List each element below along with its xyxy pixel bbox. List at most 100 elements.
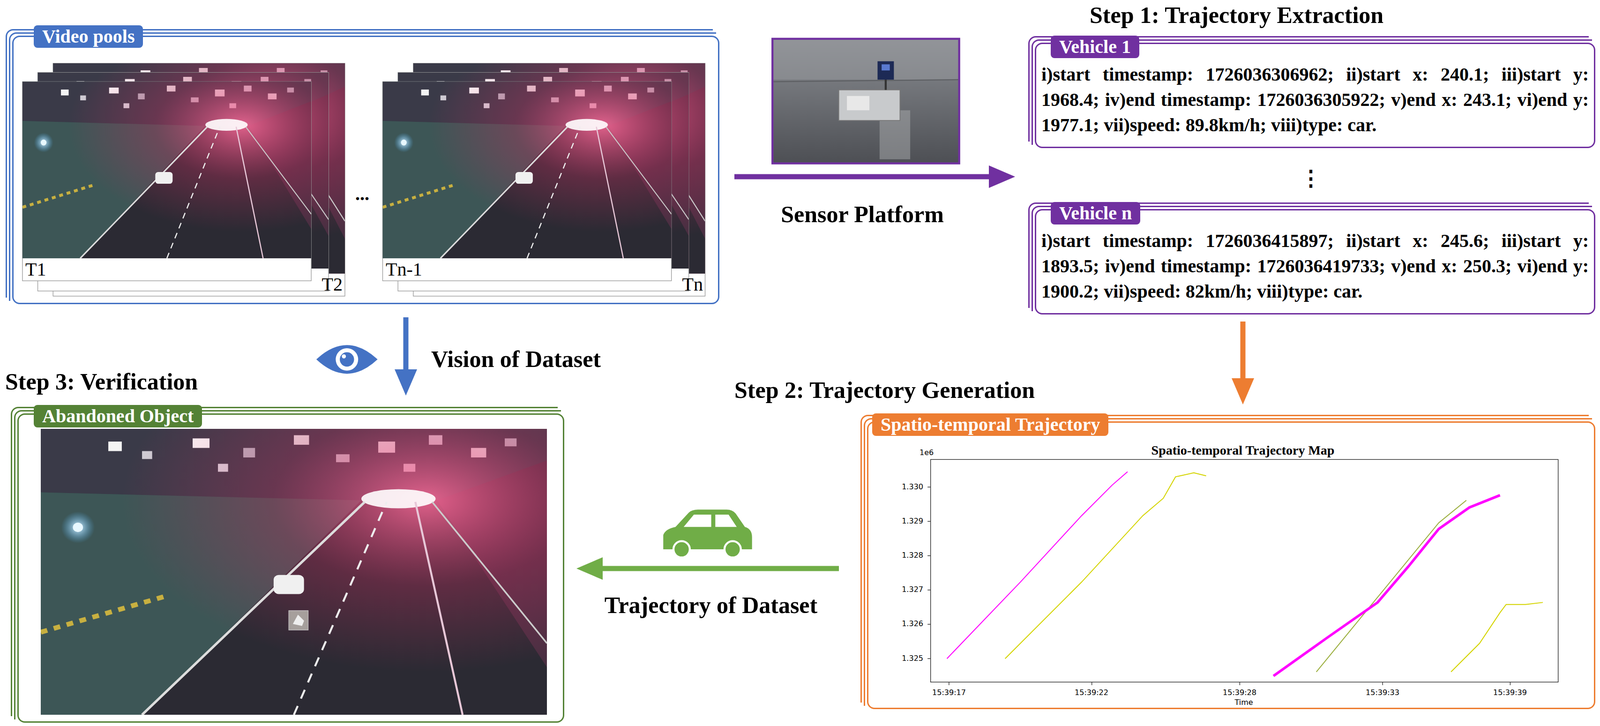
eye-icon (335, 348, 359, 371)
tick (927, 623, 931, 625)
flow-arrow (576, 557, 839, 580)
tick (1091, 681, 1092, 686)
flow-arrow (1231, 321, 1255, 405)
ticks (927, 486, 1511, 686)
box-tab: Abandoned Object (33, 404, 202, 428)
verification-image (40, 428, 547, 715)
trajectory (1450, 602, 1543, 672)
eye-icon (339, 352, 354, 367)
verification-box: Step 3: VerificationAbandoned Object (17, 413, 565, 723)
arrow-shaft (1240, 321, 1246, 380)
box-frame (867, 421, 1596, 710)
car-icon (673, 541, 690, 558)
frame-label: T1 (25, 260, 46, 279)
panel-box: Video pools (12, 35, 720, 305)
car-icon (724, 541, 741, 558)
tick (1382, 681, 1384, 686)
box-tab: Spatio-temporal Trajectory (872, 413, 1109, 436)
video-image (382, 81, 672, 259)
arrow-shaft (601, 566, 839, 572)
edge-label: Vision of Dataset (428, 344, 604, 374)
tick-label: 15:39:22 (1074, 688, 1109, 697)
tick (927, 486, 931, 488)
step-group: Step 1: Trajectory ExtractionVehicle 1i)… (1021, 0, 1597, 315)
car-icon (683, 514, 712, 527)
trajectory (947, 471, 1128, 659)
edge-label: Trajectory of Dataset (601, 590, 821, 620)
box-frame (17, 413, 565, 723)
stack-layer (14, 410, 561, 720)
tick (1239, 681, 1241, 686)
sensor-photo (772, 38, 959, 80)
arrow-shaft (734, 174, 990, 180)
tick-label: 15:39:39 (1493, 688, 1527, 697)
ellipsis: ... (355, 184, 370, 204)
tick (927, 555, 931, 556)
tick-label: 1.326 (901, 620, 924, 628)
tick-label: 1.327 (901, 585, 924, 594)
stack-layer (8, 32, 717, 301)
tick-label: 1.329 (901, 517, 924, 525)
frame-label: Tn (682, 275, 703, 294)
sensor-photo (772, 38, 959, 164)
car-icon (715, 514, 737, 527)
trajectory-box: Step 2: Trajectory GenerationSpatio-temp… (867, 421, 1596, 710)
record-text: i)start timestamp: 1726036415897; ii)sta… (1041, 228, 1589, 305)
box-tab: Vehicle 1 (1050, 35, 1140, 59)
box-tab: Vehicle n (1050, 201, 1141, 225)
abandoned-object (292, 614, 305, 627)
box-frame (12, 35, 720, 305)
edge-label: Sensor Platform (777, 200, 947, 229)
stack-layer (10, 406, 558, 717)
chart-title: Spatio-temporal Trajectory Map (1151, 443, 1335, 457)
stack-layer (5, 29, 713, 298)
abandoned-object (288, 610, 308, 630)
plot-frame (930, 459, 1559, 682)
tick (927, 521, 931, 522)
axis-title: Time (1234, 698, 1253, 707)
box-tab: Video pools (33, 25, 143, 48)
arrow-head (1231, 378, 1255, 405)
stack-layer (860, 414, 1589, 703)
tick-label: 1.328 (901, 551, 924, 560)
frame-label: T2 (321, 275, 343, 294)
trajectory (1273, 495, 1500, 677)
axis-exponent: 1e6 (919, 448, 934, 457)
record-text: i)start timestamp: 1726036306962; ii)sta… (1041, 61, 1589, 138)
tick (927, 589, 931, 591)
step-heading: Step 2: Trajectory Generation (734, 375, 1035, 404)
vertical-ellipsis: ⋮ (1300, 167, 1322, 190)
tick-label: 15:39:33 (1365, 688, 1400, 697)
tick-label: 15:39:28 (1222, 688, 1257, 697)
arrow-head (576, 557, 603, 580)
sensor-device (877, 61, 894, 80)
tick-label: 1.330 (901, 483, 924, 491)
sensor-border (772, 38, 959, 164)
frame-label: Tn-1 (385, 260, 423, 279)
record-box: Vehicle 1i)start timestamp: 172603630696… (1034, 42, 1596, 149)
record-box: Vehicle ni)start timestamp: 172603641589… (1034, 209, 1596, 315)
tick (948, 681, 950, 686)
tick (1510, 681, 1511, 686)
video-frame (382, 81, 672, 281)
step-heading: Step 1: Trajectory Extraction (1089, 0, 1384, 30)
arrow-head (988, 165, 1016, 188)
sensor-photo (772, 79, 959, 82)
stack-layer (863, 418, 1593, 706)
tick (927, 658, 931, 659)
arrow-head (394, 369, 418, 396)
sensor-device (846, 96, 870, 111)
eye-icon (316, 344, 378, 374)
arrow-shaft (403, 317, 409, 371)
flow-arrow (734, 165, 1016, 188)
video-image (22, 81, 312, 259)
tick-label: 1.325 (901, 654, 924, 663)
step-heading: Step 3: Verification (5, 367, 198, 396)
trajectory (1005, 472, 1207, 659)
sensor-device (881, 64, 890, 71)
eye-icon (341, 354, 346, 359)
sensor-device (838, 89, 901, 121)
tick-label: 15:39:17 (932, 688, 966, 697)
video-frame (22, 81, 312, 281)
